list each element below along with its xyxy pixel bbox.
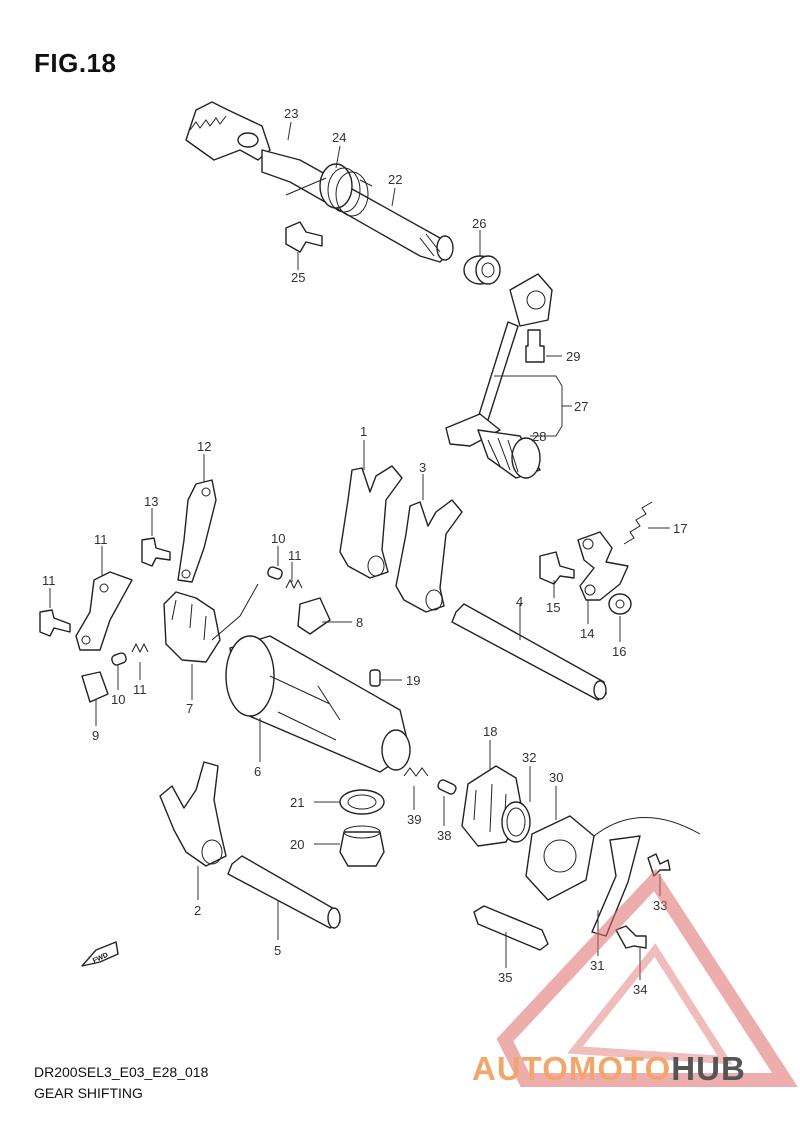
part-31-bolt xyxy=(525,329,545,363)
callout-13: 11 xyxy=(42,573,56,588)
callout-6: 6 xyxy=(254,764,261,779)
callout-11-mid: 11 xyxy=(288,548,302,563)
part-1-shift-fork xyxy=(339,465,403,579)
callout-2: 2 xyxy=(194,903,201,918)
callout-14: 12 xyxy=(197,439,211,454)
watermark-brand-b: HUB xyxy=(671,1050,746,1087)
callout-22: 20 xyxy=(290,837,304,852)
callout-24: 22 xyxy=(388,172,402,187)
footer-section-name: GEAR SHIFTING xyxy=(34,1085,143,1101)
callout-32: 30 xyxy=(549,770,563,785)
part-34-o-ring xyxy=(501,801,531,843)
callout-34: 32 xyxy=(522,750,536,765)
callout-30: 28 xyxy=(532,429,546,444)
callout-7: 7 xyxy=(186,701,193,716)
part-27-bolt xyxy=(285,221,323,253)
part-18-washer xyxy=(608,593,632,615)
part-16-plate xyxy=(577,531,629,601)
part-28-bearing xyxy=(463,255,501,285)
part-7-gear-shift-cam xyxy=(163,591,221,663)
callout-38: 38 xyxy=(437,828,451,843)
fwd-arrow-icon: FWD xyxy=(81,941,119,967)
part-17-bolt xyxy=(539,551,575,585)
part-24-shift-shaft xyxy=(261,149,454,263)
part-10-pin-mid xyxy=(267,566,283,580)
part-14-stopper-plate xyxy=(177,479,217,583)
callout-37: 35 xyxy=(498,970,512,985)
part-8-stopper xyxy=(297,597,331,635)
callout-18: 16 xyxy=(612,644,626,659)
callout-12: 11 xyxy=(94,532,108,547)
part-36-screw xyxy=(615,925,647,949)
callout-4: 4 xyxy=(516,594,523,609)
part-38-pin xyxy=(437,779,457,795)
part-26-return-spring xyxy=(285,163,373,217)
part-21-pin xyxy=(369,669,381,687)
callout-9: 9 xyxy=(92,728,99,743)
callout-10-left: 10 xyxy=(111,692,125,707)
part-10-pin-left xyxy=(111,652,127,666)
callout-25: 23 xyxy=(284,106,298,121)
part-4-fork-shaft xyxy=(451,603,607,701)
callout-17: 15 xyxy=(546,600,560,615)
part-12-plate xyxy=(75,571,133,651)
callout-5: 5 xyxy=(274,943,281,958)
part-11-spring-mid xyxy=(285,578,303,590)
callout-8: 8 xyxy=(356,615,363,630)
callout-27: 25 xyxy=(291,270,305,285)
callout-21: 19 xyxy=(406,673,420,688)
watermark-text: AUTOMOTOHUB xyxy=(472,1050,746,1088)
part-13-bolt xyxy=(39,609,71,637)
callout-16: 14 xyxy=(580,626,594,641)
callout-19: 17 xyxy=(673,521,687,536)
part-23-o-ring xyxy=(339,789,385,815)
assembly-line-cam xyxy=(211,583,259,641)
callout-11-left: 11 xyxy=(133,682,147,697)
callout-15: 13 xyxy=(144,494,158,509)
part-30-lever-rubber xyxy=(477,429,541,479)
part-37-wire-guide xyxy=(473,905,549,951)
part-5-fork-shaft xyxy=(227,855,341,929)
callout-10-mid: 10 xyxy=(271,531,285,546)
callout-labels: 23 24 22 25 26 29 27 28 1 3 12 13 11 11 … xyxy=(42,106,687,997)
part-39-spring xyxy=(403,767,429,777)
automotohub-logo-icon xyxy=(496,868,798,1087)
part-11-spring-left xyxy=(131,642,149,654)
part-15-bolt xyxy=(141,537,171,567)
figure-title: FIG.18 xyxy=(34,48,117,78)
callout-33: 31 xyxy=(590,958,604,973)
watermark-brand-a: AUTOMOTO xyxy=(472,1050,672,1087)
part-22-plug xyxy=(339,825,385,867)
part-25-shift-arm xyxy=(185,101,271,161)
callout-39: 39 xyxy=(407,812,421,827)
callout-28: 26 xyxy=(472,216,486,231)
callout-1: 1 xyxy=(360,424,367,439)
callout-31: 29 xyxy=(566,349,580,364)
footer-model-code: DR200SEL3_E03_E28_018 xyxy=(34,1064,209,1080)
part-9-stopper xyxy=(81,671,109,703)
part-3-shift-fork xyxy=(395,499,463,613)
part-6-shift-drum xyxy=(225,635,411,773)
callout-23: 21 xyxy=(290,795,304,810)
callout-29: 27 xyxy=(574,399,588,414)
callout-3: 3 xyxy=(419,460,426,475)
callout-26: 24 xyxy=(332,130,346,145)
callout-36: 34 xyxy=(633,982,647,997)
part-2-shift-fork xyxy=(159,761,227,867)
part-32-neutral-switch xyxy=(525,815,701,901)
callout-20: 18 xyxy=(483,724,497,739)
part-19-spring xyxy=(623,501,653,545)
callout-leaders xyxy=(49,121,670,980)
